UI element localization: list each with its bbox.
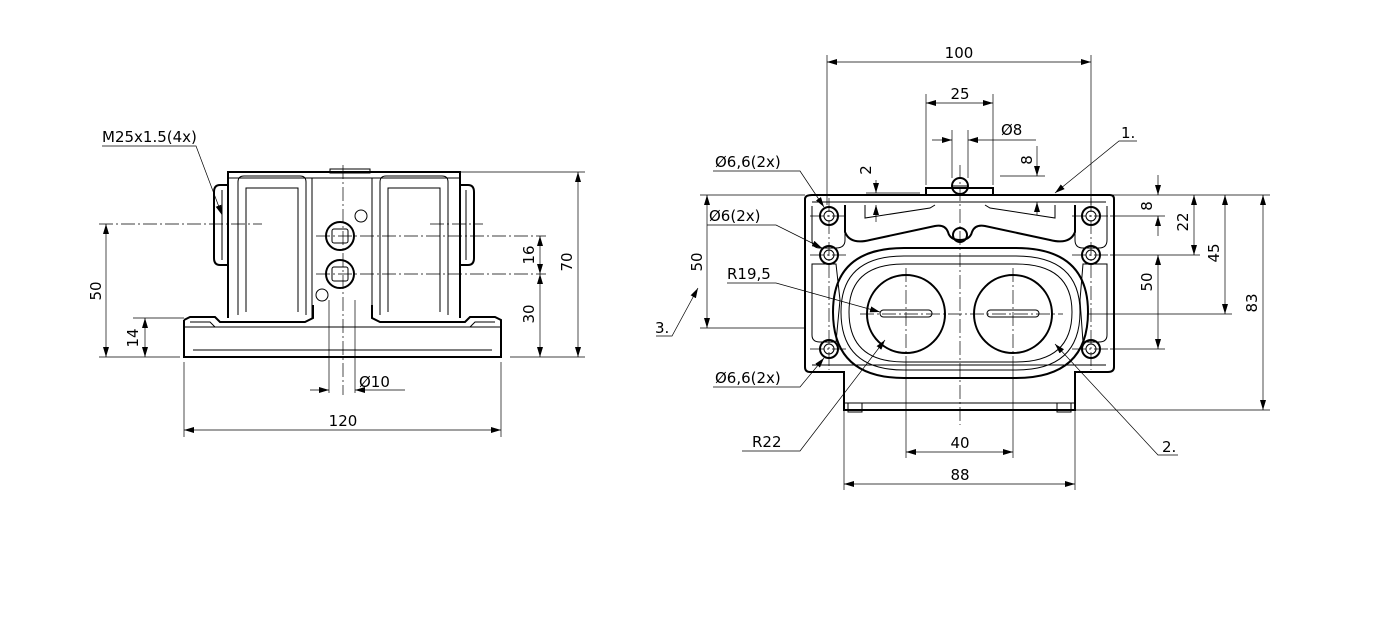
- radius-callout: R22: [752, 433, 782, 451]
- side-view: 50 14 16 30 70 Ø10 120 M25x1.5(4x): [87, 128, 585, 437]
- dim-label: 120: [329, 412, 358, 430]
- dim-label: Ø10: [359, 373, 390, 391]
- dim-label: 50: [688, 252, 706, 271]
- dim-label: 8: [1018, 155, 1036, 165]
- dim-label: 8: [1138, 201, 1156, 211]
- dim-label: 83: [1243, 293, 1261, 312]
- dim-label: 40: [950, 434, 969, 452]
- callout-1: 1.: [1121, 124, 1135, 142]
- cable-gland-left: [213, 184, 228, 266]
- housing-body: [227, 171, 461, 318]
- dim-label: 50: [87, 281, 105, 300]
- dim-label: Ø8: [1001, 121, 1022, 139]
- hole-callout: Ø6,6(2x): [715, 369, 781, 387]
- dim-label: 16: [520, 245, 538, 264]
- callout-3: 3.: [655, 319, 669, 337]
- radius-callout: R19,5: [727, 265, 771, 283]
- dim-label: 70: [558, 252, 576, 271]
- dim-label: 45: [1205, 243, 1223, 262]
- dim-label: 2: [857, 165, 875, 175]
- hole-callout: Ø6(2x): [709, 207, 760, 225]
- base-plate: [183, 305, 502, 358]
- cable-gland-right: [460, 184, 475, 266]
- plunger: [925, 187, 994, 195]
- thread-callout: M25x1.5(4x): [102, 128, 197, 146]
- dim-label: 25: [950, 85, 969, 103]
- dim-label: 30: [520, 304, 538, 323]
- dim-label: 22: [1174, 212, 1192, 231]
- dim-label: 88: [950, 466, 969, 484]
- front-view: 100 25 Ø8 2 8 1. Ø6,6(2x) Ø6(2x): [655, 44, 1270, 490]
- hole-callout: Ø6,6(2x): [715, 153, 781, 171]
- dim-label: 50: [1138, 272, 1156, 291]
- oval-opening: [831, 247, 1090, 379]
- dim-label: 14: [124, 328, 142, 347]
- dim-label: 100: [945, 44, 974, 62]
- callout-2: 2.: [1162, 438, 1176, 456]
